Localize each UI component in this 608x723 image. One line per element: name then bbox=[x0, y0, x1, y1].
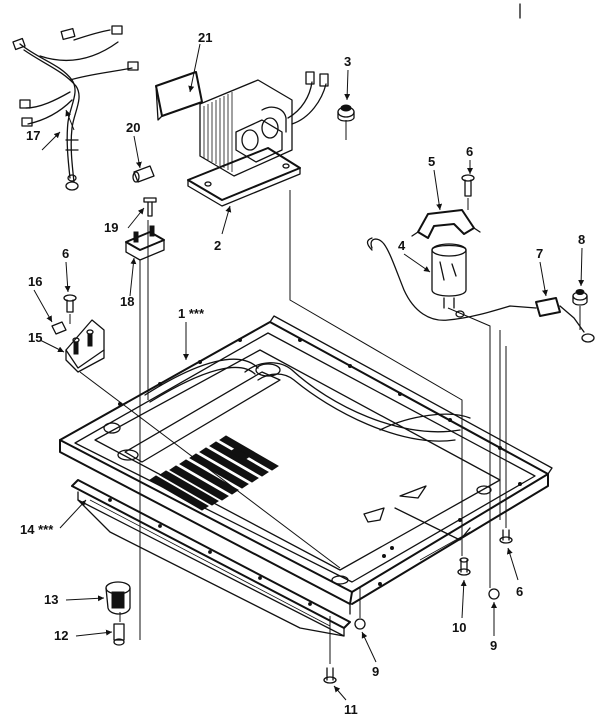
bracket-18 bbox=[125, 225, 165, 261]
callout-labels: 21 3 2 20 19 18 17 6 16 15 1 *** 6 5 4 7… bbox=[20, 30, 585, 717]
screw-12 bbox=[113, 623, 125, 646]
switch-bracket bbox=[51, 319, 105, 373]
callout-4: 4 bbox=[398, 238, 406, 253]
callout-10: 10 bbox=[452, 620, 466, 635]
grommet bbox=[337, 104, 355, 122]
callout-1: 1 *** bbox=[178, 306, 205, 321]
callout-6-left: 6 bbox=[62, 246, 69, 261]
callout-9-left: 9 bbox=[372, 664, 379, 679]
callout-13: 13 bbox=[44, 592, 58, 607]
callout-leaders bbox=[33, 43, 585, 701]
callout-20: 20 bbox=[126, 120, 140, 135]
washer-9-right bbox=[488, 588, 500, 600]
callout-12: 12 bbox=[54, 628, 68, 643]
callout-15: 15 bbox=[28, 330, 42, 345]
washer-9-left bbox=[354, 618, 366, 630]
callout-21: 21 bbox=[198, 30, 212, 45]
callout-16: 16 bbox=[28, 274, 42, 289]
base-pan bbox=[59, 315, 553, 615]
screw-6-bottom bbox=[499, 529, 513, 544]
callout-8: 8 bbox=[578, 232, 585, 247]
callout-11: 11 bbox=[344, 702, 358, 717]
front-rail bbox=[71, 479, 351, 637]
screw-19 bbox=[143, 197, 157, 217]
callout-14: 14 *** bbox=[20, 522, 54, 537]
callout-18: 18 bbox=[120, 294, 134, 309]
callout-2: 2 bbox=[214, 238, 221, 253]
callout-3: 3 bbox=[344, 54, 351, 69]
transformer bbox=[155, 71, 329, 207]
foot bbox=[105, 581, 131, 615]
capacitor-strap bbox=[411, 209, 481, 239]
callout-9-right: 9 bbox=[490, 638, 497, 653]
screw-6-left bbox=[63, 294, 77, 313]
screw-11 bbox=[323, 667, 337, 684]
transformer-cover bbox=[155, 71, 203, 117]
callout-6-bottom: 6 bbox=[516, 584, 523, 599]
capacitor bbox=[431, 243, 467, 309]
wire-harness bbox=[12, 25, 139, 191]
screw-6-top bbox=[461, 174, 475, 197]
assembly-lines bbox=[69, 120, 581, 664]
wire-and-resistor bbox=[366, 237, 595, 343]
callout-7: 7 bbox=[536, 246, 543, 261]
callout-19: 19 bbox=[104, 220, 118, 235]
screw-10 bbox=[457, 557, 471, 576]
bushing bbox=[132, 165, 155, 183]
callout-17: 17 bbox=[26, 128, 40, 143]
grommet-8 bbox=[572, 289, 588, 306]
callout-6-top: 6 bbox=[466, 144, 473, 159]
callout-5: 5 bbox=[428, 154, 435, 169]
